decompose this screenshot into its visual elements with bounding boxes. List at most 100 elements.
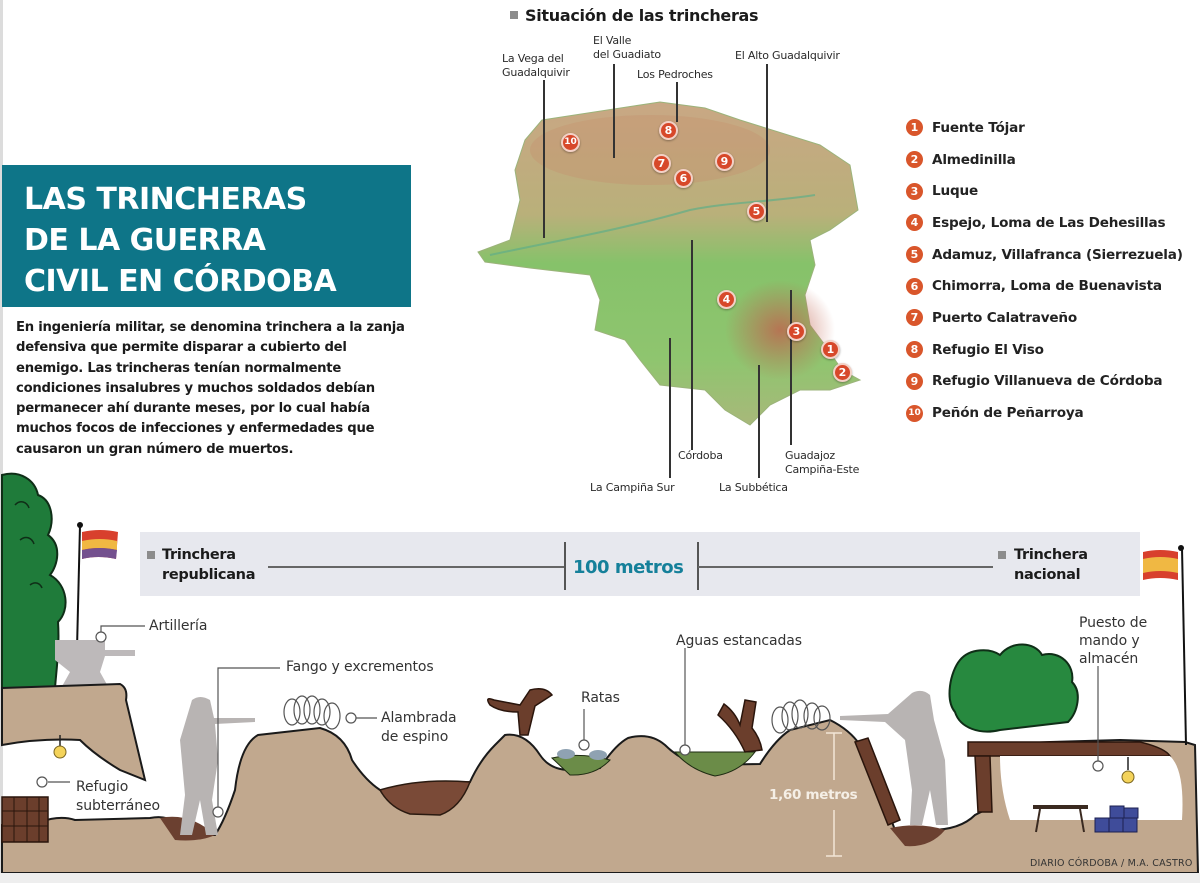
region-label-vega-line1: La Vega del bbox=[502, 52, 564, 65]
region-label-valle-line1: El Valle bbox=[593, 34, 632, 47]
title-box: LAS TRINCHERAS DE LA GUERRA CIVIL EN CÓR… bbox=[2, 165, 411, 307]
callout-puesto-line2: mando y bbox=[1079, 633, 1140, 649]
region-label-vega-line2: Guadalquivir bbox=[502, 65, 570, 79]
title-line-1: LAS TRINCHERAS bbox=[24, 182, 307, 217]
legend-item-6[interactable]: 6 Chimorra, Loma de Buenavista bbox=[906, 270, 1200, 302]
distance-line-left bbox=[268, 566, 564, 568]
leader-line-pedroches bbox=[676, 82, 678, 122]
national-trench-label: Trinchera nacional bbox=[998, 545, 1088, 585]
map-marker-2[interactable]: 2 bbox=[833, 363, 852, 382]
callout-artilleria: Artillería bbox=[149, 618, 208, 634]
credit-line: DIARIO CÓRDOBA / M.A. CASTRO bbox=[1030, 858, 1193, 869]
number-badge-icon: 9 bbox=[906, 372, 923, 390]
region-label-campina-sur: La Campiña Sur bbox=[590, 481, 675, 494]
callout-puesto-line1: Puesto de bbox=[1079, 615, 1148, 631]
bottom-strip bbox=[0, 873, 1200, 883]
callout-alambrada-line2: de espino bbox=[381, 729, 449, 745]
legend-item-3[interactable]: 3 Luque bbox=[906, 175, 1200, 207]
map-heading-text: Situación de las trincheras bbox=[525, 6, 759, 25]
map-marker-9[interactable]: 9 bbox=[715, 152, 734, 171]
legend-label: Adamuz, Villafranca (Sierrezuela) bbox=[932, 246, 1183, 263]
legend-item-4[interactable]: 4 Espejo, Loma de Las Dehesillas bbox=[906, 207, 1200, 239]
republican-trench-label: Trinchera republicana bbox=[147, 545, 256, 585]
title-line-2: DE LA GUERRA bbox=[24, 223, 266, 258]
leader-line-subbetica bbox=[758, 365, 760, 478]
bullet-square-icon bbox=[998, 551, 1006, 559]
callout-puesto-line3: almacén bbox=[1079, 651, 1139, 667]
map-heading: Situación de las trincheras bbox=[510, 6, 759, 25]
page-left-border bbox=[0, 0, 3, 883]
bullet-square-icon bbox=[510, 11, 518, 19]
region-label-guadajoz-line1: Guadajoz bbox=[785, 449, 835, 462]
map-marker-5[interactable]: 5 bbox=[747, 202, 766, 221]
distance-tick-left bbox=[564, 542, 566, 590]
legend-label: Peñón de Peñarroya bbox=[932, 405, 1084, 422]
map-marker-3[interactable]: 3 bbox=[787, 322, 806, 341]
region-label-guadajoz: Guadajoz Campiña-Este bbox=[785, 449, 859, 476]
republican-label-line2: republicana bbox=[162, 567, 256, 583]
number-badge-icon: 5 bbox=[906, 246, 923, 264]
region-label-guadajoz-line2: Campiña-Este bbox=[785, 462, 860, 476]
number-badge-icon: 7 bbox=[906, 309, 923, 327]
leader-line-cordoba bbox=[691, 240, 693, 450]
bullet-square-icon bbox=[147, 551, 155, 559]
cordoba-relief-map bbox=[477, 101, 862, 426]
legend-label: Luque bbox=[932, 183, 978, 200]
leader-line-guadajoz bbox=[790, 290, 792, 445]
region-label-cordoba: Córdoba bbox=[678, 449, 723, 462]
callout-refugio: Refugio subterráneo bbox=[76, 776, 160, 817]
legend-item-5[interactable]: 5 Adamuz, Villafranca (Sierrezuela) bbox=[906, 239, 1200, 271]
region-label-vega: La Vega del Guadalquivir bbox=[502, 52, 570, 79]
title-line-3: CIVIL EN CÓRDOBA bbox=[24, 264, 337, 299]
leader-line-alto bbox=[766, 64, 768, 222]
callout-refugio-line1: Refugio bbox=[76, 779, 129, 795]
legend-label: Fuente Tójar bbox=[932, 119, 1025, 136]
legend-item-9[interactable]: 9 Refugio Villanueva de Córdoba bbox=[906, 366, 1200, 398]
number-badge-icon: 4 bbox=[906, 214, 923, 232]
legend-label: Chimorra, Loma de Buenavista bbox=[932, 278, 1162, 295]
callout-puesto-mando: Puesto de mando y almacén bbox=[1079, 612, 1147, 670]
number-badge-icon: 6 bbox=[906, 277, 923, 295]
distance-line-right bbox=[698, 566, 993, 568]
legend-label: Puerto Calatraveño bbox=[932, 309, 1077, 326]
map-marker-8[interactable]: 8 bbox=[659, 121, 678, 140]
map-marker-7[interactable]: 7 bbox=[652, 154, 671, 173]
leader-line-vega bbox=[543, 80, 545, 238]
leader-line-campina bbox=[669, 338, 671, 478]
republican-label-line1: Trinchera bbox=[162, 547, 236, 563]
height-measure-label: 1,60 metros bbox=[769, 787, 858, 803]
distance-tick-right bbox=[697, 542, 699, 590]
map-marker-6[interactable]: 6 bbox=[674, 169, 693, 188]
number-badge-icon: 3 bbox=[906, 182, 923, 200]
map-marker-1[interactable]: 1 bbox=[821, 340, 840, 359]
trench-cross-section-illustration bbox=[1, 472, 1200, 874]
region-label-pedroches: Los Pedroches bbox=[637, 68, 713, 81]
legend-label: Almedinilla bbox=[932, 151, 1016, 168]
callout-fango: Fango y excrementos bbox=[286, 659, 434, 675]
callout-aguas: Aguas estancadas bbox=[676, 633, 802, 649]
legend-item-7[interactable]: 7 Puerto Calatraveño bbox=[906, 302, 1200, 334]
distance-bar: Trinchera republicana 100 metros Trinche… bbox=[140, 532, 1140, 596]
distance-value: 100 metros bbox=[573, 557, 684, 578]
map-marker-4[interactable]: 4 bbox=[717, 290, 736, 309]
intro-paragraph: En ingeniería militar, se denomina trinc… bbox=[16, 320, 405, 457]
legend-label: Refugio El Viso bbox=[932, 341, 1044, 358]
number-badge-icon: 2 bbox=[906, 151, 923, 169]
national-label-line1: Trinchera bbox=[1014, 547, 1088, 563]
callout-refugio-line2: subterráneo bbox=[76, 798, 160, 814]
legend-label: Espejo, Loma de Las Dehesillas bbox=[932, 214, 1166, 231]
legend-label: Refugio Villanueva de Córdoba bbox=[932, 373, 1163, 390]
region-label-subbetica: La Subbética bbox=[719, 481, 788, 494]
callout-alambrada: Alambrada de espino bbox=[381, 707, 457, 748]
map-marker-10[interactable]: 10 bbox=[561, 133, 580, 152]
region-label-valle: El Valle del Guadiato bbox=[593, 34, 661, 61]
number-badge-icon: 8 bbox=[906, 341, 923, 359]
region-label-valle-line2: del Guadiato bbox=[593, 47, 661, 61]
national-label-line2: nacional bbox=[1014, 567, 1081, 583]
legend-item-8[interactable]: 8 Refugio El Viso bbox=[906, 334, 1200, 366]
legend-item-2[interactable]: 2 Almedinilla bbox=[906, 144, 1200, 176]
region-label-alto: El Alto Guadalquivir bbox=[735, 49, 840, 62]
